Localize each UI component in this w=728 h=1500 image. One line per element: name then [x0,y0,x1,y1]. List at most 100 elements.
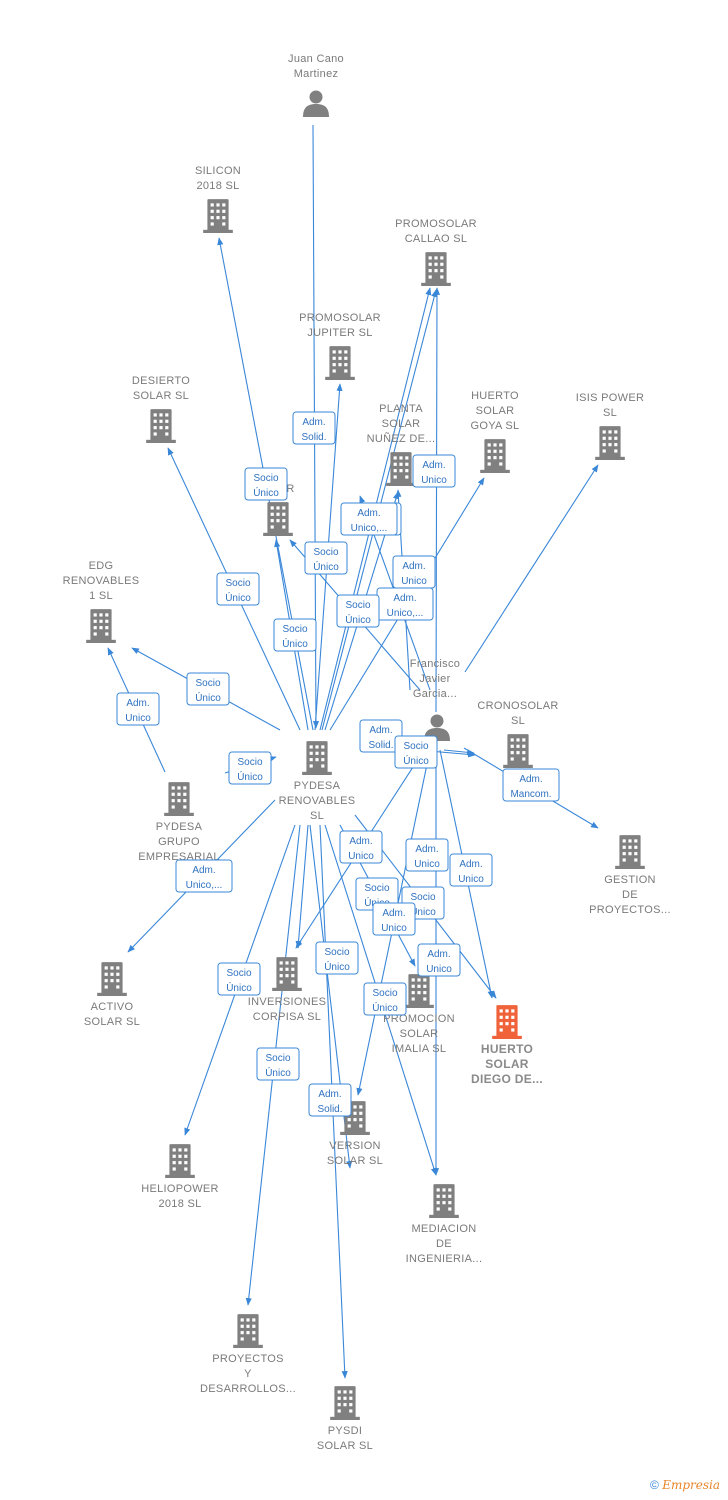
node-label: PYDESA [294,780,341,792]
relation-badge[interactable]: Adm.Unico,... [376,587,434,621]
node-label: INVERSIONES [248,996,327,1008]
badge-text: Adm. [349,836,372,847]
node-label: PROYECTOS... [589,904,671,916]
badge-text: Único [282,637,308,650]
badge-text: Adm. [427,949,450,960]
node-label: DIEGO DE... [471,1072,543,1086]
node-label: SL [310,810,324,822]
node-label: CORPISA SL [253,1011,321,1023]
relation-badge[interactable]: Adm.Unico,... [175,859,233,893]
node-label: IMALIA SL [392,1043,447,1055]
badge-box [339,830,383,864]
node-label: VERSION [329,1140,381,1152]
badge-box [340,502,398,536]
badge-box [372,902,416,936]
person-node[interactable]: FranciscoJavierGarcia... [410,658,460,741]
building-icon [233,1314,263,1348]
building-icon [404,974,434,1008]
company-node[interactable]: INVERSIONES CORPISA SL [248,957,327,1023]
badge-box [304,541,348,575]
relation-badge[interactable]: Adm.Unico,... [340,502,398,536]
badge-box [292,411,336,445]
copyright-notice[interactable]: © Empresia [650,1478,720,1492]
badge-text: Socio [313,547,338,558]
relation-badge[interactable]: Adm.Unico [412,454,456,488]
node-label: CRONOSOLAR [477,700,558,712]
badge-box [417,943,461,977]
building-icon [164,782,194,816]
copyright-symbol: © [650,1478,659,1492]
relation-badge[interactable]: Adm.Unico [372,902,416,936]
node-label: JUPITER SL [307,327,372,339]
badge-text: Único [195,691,221,704]
badge-text: Adm. [318,1089,341,1100]
badge-box [502,768,560,802]
node-label: SOLAR [476,405,515,417]
relation-badge[interactable]: Adm.Unico [339,830,383,864]
badge-text: Unico [401,576,427,587]
node-label: 2018 SL [158,1198,201,1210]
relation-badge[interactable]: Adm.Unico [392,555,436,589]
relation-badge[interactable]: Adm.Solid. [308,1083,352,1117]
badge-text: Adm. [369,725,392,736]
node-label: Juan Cano [288,53,344,65]
badge-box [217,962,261,996]
badge-box [116,692,160,726]
company-node[interactable]: MEDIACIONDEINGENIERIA... [406,1184,483,1265]
node-label: CALLAO SL [405,233,468,245]
relation-badge[interactable]: Adm.Unico [417,943,461,977]
relation-edge [464,464,599,673]
company-node[interactable]: PROYECTOSYDESARROLLOS... [200,1314,296,1395]
badge-text: Único [313,560,339,573]
relation-edge [295,824,309,949]
company-node[interactable]: GESTIONDEPROYECTOS... [589,835,671,916]
relation-badge[interactable]: Adm.Solid. [292,411,336,445]
badge-text: Socio [345,600,370,611]
node-label: GOYA SL [471,420,520,432]
building-icon [330,1386,360,1420]
badge-text: Único [237,770,263,783]
relation-badge[interactable]: Adm.Mancom. [502,768,560,802]
badge-text: Solid. [368,740,393,751]
relation-badge[interactable]: Adm.Unico [405,838,449,872]
badge-text: Único [345,613,371,626]
badge-text: Unico,... [351,523,388,534]
node-label: SOLAR [382,418,421,430]
node-label: GRUPO [158,836,200,848]
node-label: PROYECTOS [212,1353,284,1365]
relation-badge[interactable]: Adm.Unico [116,692,160,726]
relation-badge[interactable]: Adm.Unico [449,853,493,887]
node-label: EDG [89,560,114,572]
